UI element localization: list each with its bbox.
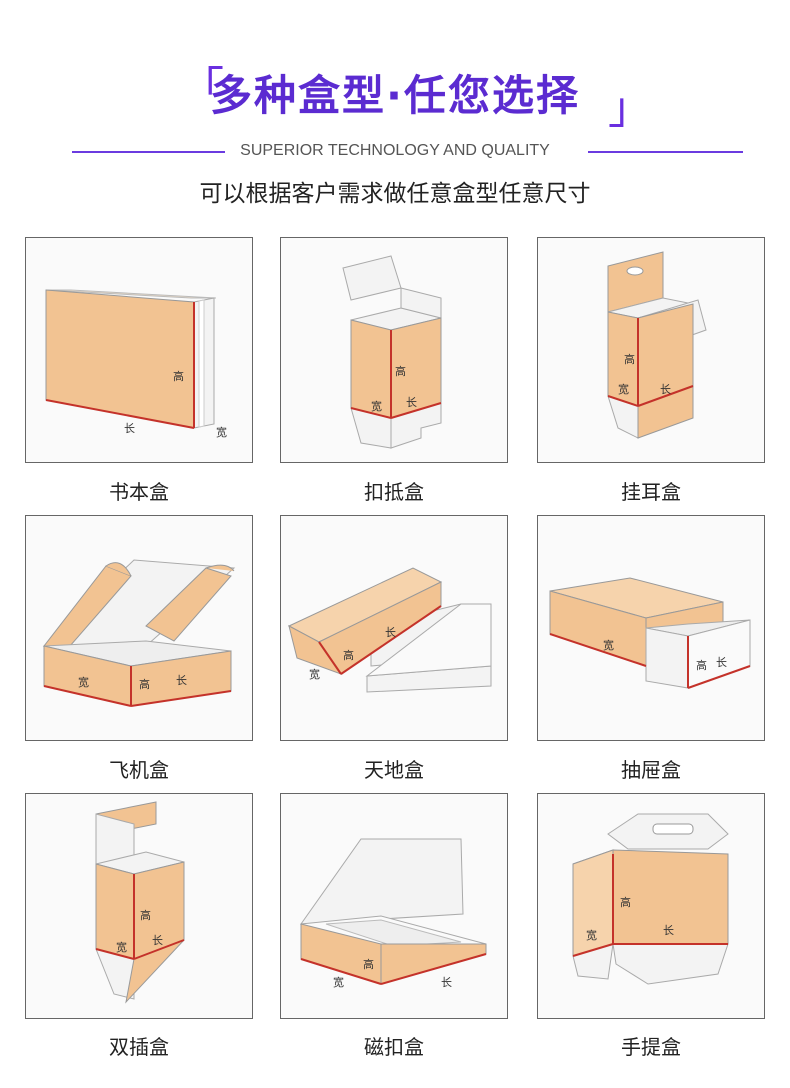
box-card-mailer: 宽 高 长: [25, 515, 253, 741]
box-card-double-tuck: 高 宽 长: [25, 793, 253, 1019]
box-card-drawer: 宽 高 长: [537, 515, 765, 741]
dim-width: 宽: [371, 399, 382, 413]
box-label-magnetic: 磁扣盒: [364, 1035, 424, 1059]
box-card-book: 高 长 宽: [25, 237, 253, 463]
box-card-magnetic: 高 宽 长: [280, 793, 508, 1019]
box-label-mailer: 飞机盒: [109, 758, 169, 782]
dim-width: 宽: [333, 975, 344, 989]
dim-height: 高: [363, 957, 374, 971]
box-card-hang: 高 宽 长: [537, 237, 765, 463]
magnetic-box-illustration: 高 宽 长: [299, 838, 487, 989]
dim-height: 高: [696, 658, 707, 672]
box-label-drawer: 抽屉盒: [621, 758, 681, 782]
lid-box-illustration: 长 高 宽: [287, 567, 492, 693]
tuck-box-illustration: 高 宽 长: [342, 255, 442, 449]
header: 「 多种盒型·任您选择 」 SUPERIOR TECHNOLOGY AND QU…: [0, 0, 790, 220]
dim-length: 长: [176, 674, 187, 687]
mailer-box-illustration: 宽 高 长: [42, 559, 236, 707]
dim-length: 长: [152, 934, 163, 947]
box-label-double-tuck: 双插盒: [109, 1035, 169, 1059]
box-card-lid: 长 高 宽: [280, 515, 508, 741]
box-label-lid: 天地盒: [364, 758, 424, 782]
divider-right: [588, 151, 743, 153]
dim-length: 长: [406, 396, 417, 409]
drawer-box-illustration: 宽 高 长: [549, 577, 751, 689]
handle-box-illustration: 高 宽 长: [572, 813, 729, 985]
dim-width: 宽: [216, 425, 227, 439]
description: 可以根据客户需求做任意盒型任意尺寸: [199, 181, 591, 207]
dim-width: 宽: [603, 638, 614, 652]
hang-box-illustration: 高 宽 长: [607, 251, 707, 439]
dim-width: 宽: [116, 940, 127, 954]
dim-height: 高: [140, 908, 151, 922]
dim-width: 宽: [309, 667, 320, 681]
dim-height: 高: [139, 677, 150, 691]
dim-length: 长: [441, 976, 452, 989]
dim-length: 长: [663, 924, 674, 937]
dim-height: 高: [343, 648, 354, 662]
dim-length: 长: [716, 656, 727, 669]
dim-height: 高: [395, 364, 406, 378]
book-box-illustration: 高 长 宽: [45, 289, 227, 439]
dim-length: 长: [124, 422, 135, 435]
divider-left: [72, 151, 225, 153]
dim-width: 宽: [78, 675, 89, 689]
double-tuck-box-illustration: 高 宽 长: [95, 801, 185, 1004]
box-label-tuck: 扣抵盒: [364, 480, 424, 504]
box-label-book: 书本盒: [109, 480, 169, 504]
box-card-handle: 高 宽 长: [537, 793, 765, 1019]
dim-length: 长: [660, 383, 671, 396]
page-title: 多种盒型·任您选择: [210, 71, 580, 120]
dim-height: 高: [624, 352, 635, 366]
box-card-tuck: 高 宽 长: [280, 237, 508, 463]
dim-width: 宽: [586, 928, 597, 942]
bracket-right: 」: [608, 83, 652, 134]
dim-width: 宽: [618, 382, 629, 396]
dim-length: 长: [385, 626, 396, 639]
dim-height: 高: [173, 369, 184, 383]
box-label-hang: 挂耳盒: [621, 480, 681, 504]
dim-height: 高: [620, 895, 631, 909]
subtitle: SUPERIOR TECHNOLOGY AND QUALITY: [240, 142, 550, 159]
bracket-left: 「: [180, 63, 224, 114]
box-label-handle: 手提盒: [621, 1035, 681, 1059]
